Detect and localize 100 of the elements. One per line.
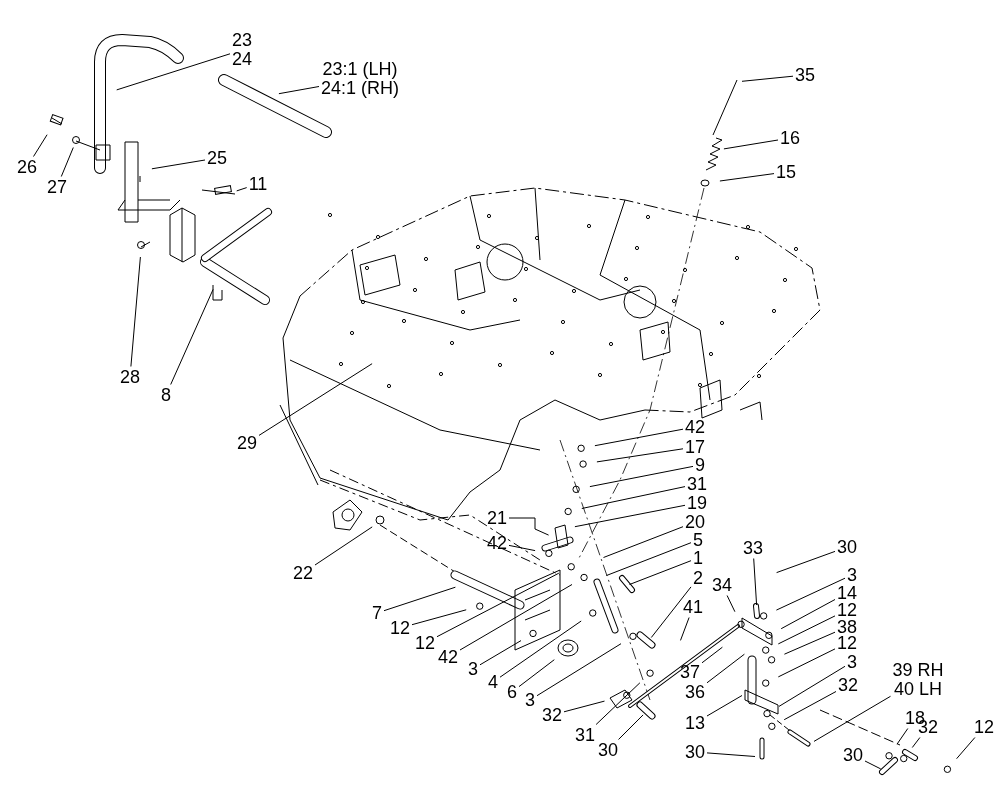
leader-line [701, 646, 723, 664]
leader-line [956, 737, 976, 760]
leader-line [508, 544, 536, 552]
callout-number: 20 [685, 512, 705, 532]
leader-line [314, 526, 373, 566]
leader-line [459, 584, 573, 651]
callout-number: 5 [693, 530, 703, 550]
callout-number: 6 [507, 682, 517, 702]
callout-number: 35 [795, 65, 815, 85]
callout-number: 42 [438, 647, 458, 667]
leader-line [719, 173, 775, 182]
callout-number: 4 [488, 672, 498, 692]
leader-line [706, 653, 745, 684]
leader-line [536, 643, 622, 697]
leader-line [650, 586, 692, 638]
callout-number: 3 [847, 565, 857, 585]
leader-line [508, 517, 550, 536]
callout-number: 8 [161, 385, 171, 405]
callout-number: 12 [974, 717, 994, 737]
leader-line [236, 187, 248, 192]
leader-line [911, 737, 921, 748]
leader-line [706, 695, 743, 717]
leader-line [595, 682, 641, 725]
leader-line [783, 631, 836, 655]
callout-number: 40 LH [892, 680, 943, 699]
callout-number: 42 [487, 533, 507, 553]
callout-number: 26 [17, 157, 37, 177]
leader-line [574, 504, 686, 528]
leader-line [680, 617, 690, 641]
callout-number: 34 [712, 575, 732, 595]
callout-number: 22 [293, 563, 313, 583]
leader-line [813, 695, 891, 742]
leader-line [618, 714, 644, 740]
leader-line [411, 609, 467, 626]
callout-number: 32 [542, 705, 562, 725]
callout-number: 31 [687, 474, 707, 494]
leader-line [706, 752, 756, 757]
leader-line [594, 428, 684, 447]
callout-number: 30 [685, 742, 705, 762]
callout-number: 30 [837, 537, 857, 557]
callout-number: 17 [685, 437, 705, 457]
callout-number: 13 [685, 713, 705, 733]
callout-number: 28 [120, 367, 140, 387]
callout-number: 37 [680, 662, 700, 682]
callout-number: 29 [237, 433, 257, 453]
leader-line [778, 665, 846, 707]
callout-number: 12 [837, 600, 857, 620]
leader-line [383, 586, 456, 612]
callout-number: 12 [415, 633, 435, 653]
callout-number: 27 [47, 177, 67, 197]
leader-line [741, 75, 794, 82]
callout-number: 31 [575, 725, 595, 745]
leader-line [151, 159, 206, 170]
leader-line [864, 760, 882, 770]
leader-line [479, 640, 522, 666]
callout-number: 14 [837, 583, 857, 603]
callout-number: 42 [685, 417, 705, 437]
callout-number: 9 [695, 455, 705, 475]
leader-line [170, 288, 214, 385]
callout-number: 3 [847, 652, 857, 672]
leader-line [116, 53, 231, 91]
leader-line [780, 599, 836, 630]
callout-number: 11 [248, 174, 268, 194]
leader-line [258, 363, 373, 436]
leader-line [33, 134, 48, 157]
leader-line [60, 147, 74, 177]
leader-line [596, 448, 684, 463]
callout-number: 12 [390, 618, 410, 638]
callout-number: 25 [207, 148, 227, 168]
leader-line [777, 648, 836, 678]
leader-line [563, 700, 605, 713]
callout-number: 7 [372, 603, 382, 623]
leader-line [629, 560, 692, 585]
callout-number: 24:1 (RH) [321, 79, 399, 98]
leader-line [581, 486, 686, 509]
callout-number: 23 [232, 31, 252, 50]
leader-line [436, 572, 560, 638]
callout-number: 32 [838, 675, 858, 695]
leader-line [776, 550, 836, 574]
leader-line [726, 595, 736, 613]
callout-number: 15 [776, 162, 796, 182]
leader-line [278, 86, 320, 95]
callout-number: 23:1 (LH) [321, 60, 399, 79]
callout-number: 2 [693, 568, 703, 588]
leader-line [896, 728, 909, 745]
leader-line [499, 620, 582, 678]
callout-number: 33 [743, 538, 763, 558]
callout-number: 1 [693, 548, 703, 568]
leader-line [589, 465, 694, 488]
callout-number: 21 [487, 508, 507, 528]
leader-line [775, 577, 846, 611]
leader-line [723, 139, 779, 150]
leader-line [603, 526, 684, 558]
leader-line [606, 542, 692, 576]
callout-number: 3 [525, 690, 535, 710]
leader-line [783, 691, 837, 721]
callout-number: 36 [685, 682, 705, 702]
leader-line [130, 256, 141, 367]
callout-number: 24 [232, 50, 252, 69]
callout-number: 16 [780, 128, 800, 148]
